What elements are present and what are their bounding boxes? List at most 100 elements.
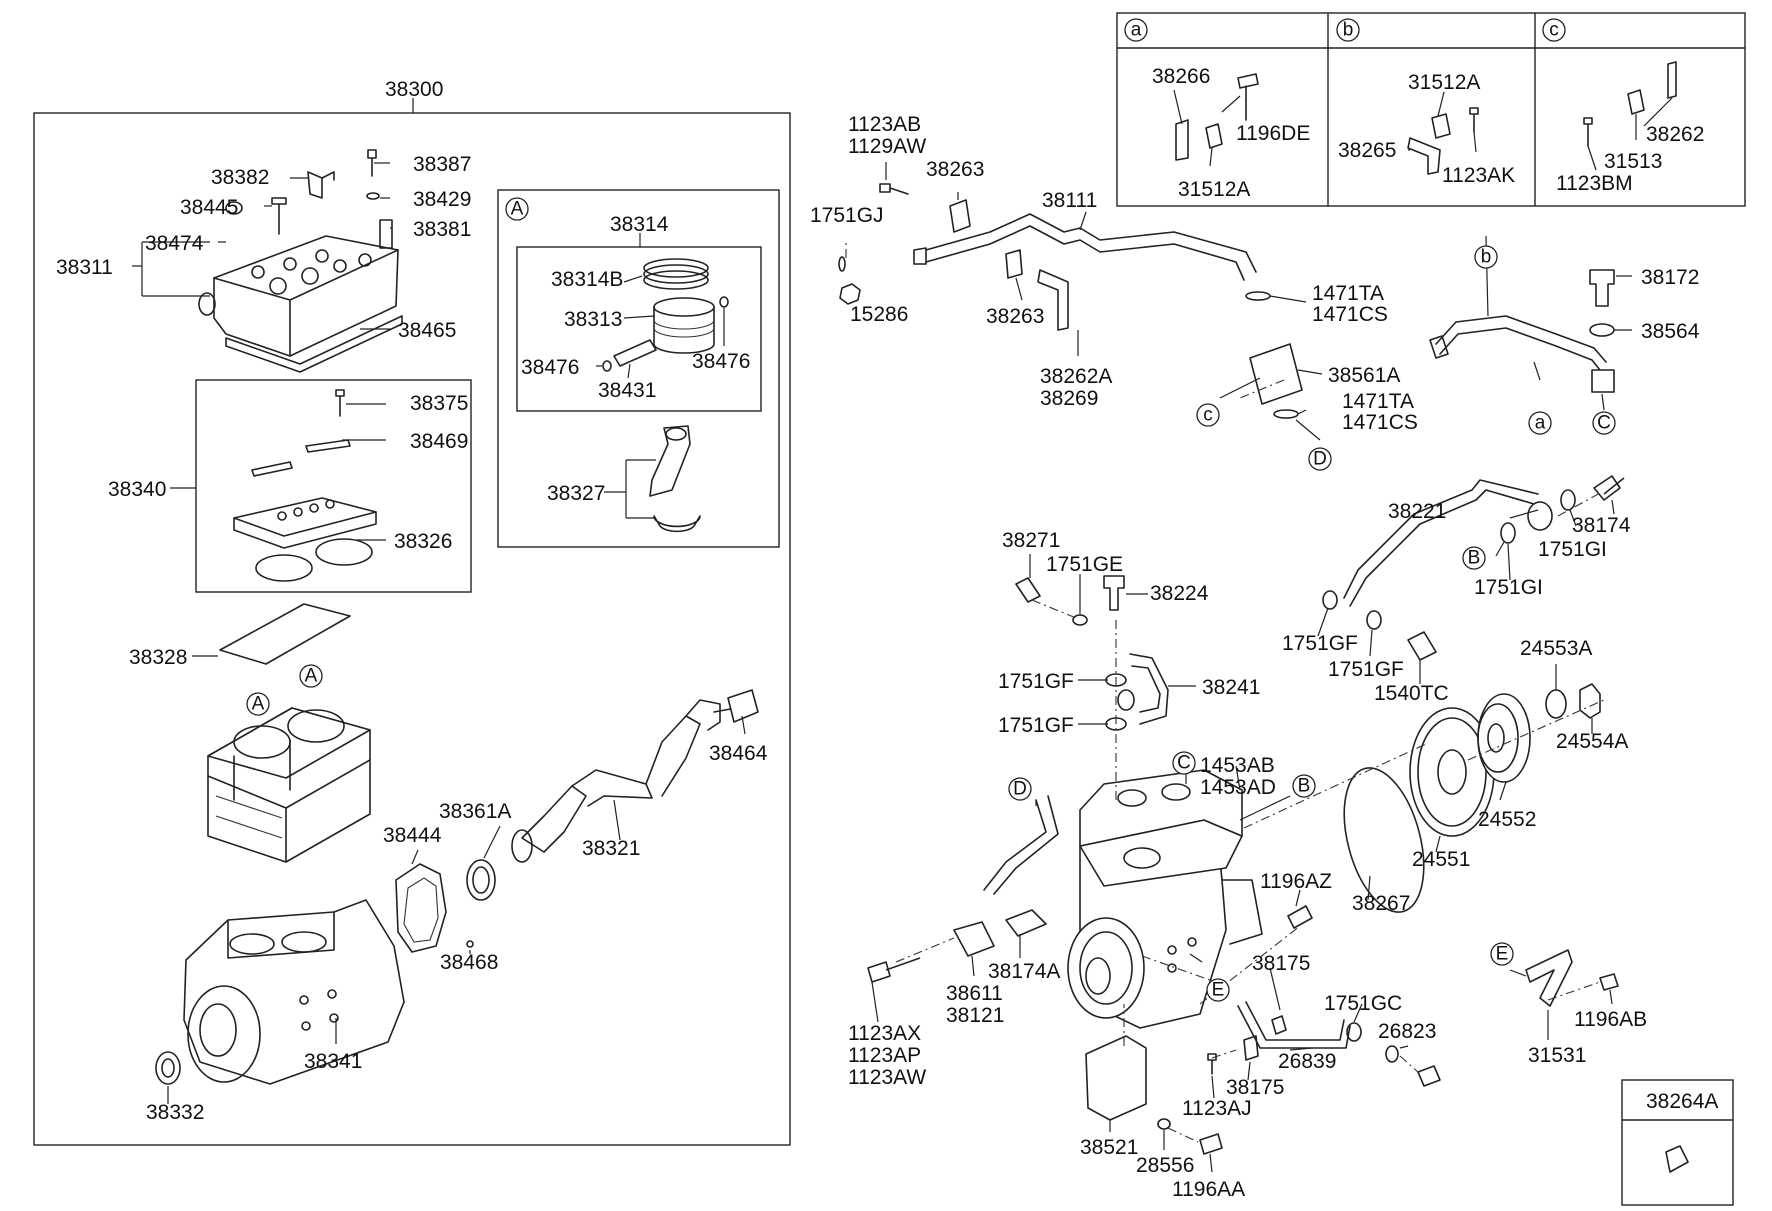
clip-31512A-b [1431,113,1451,139]
bolt-38375 [335,389,345,417]
svg-text:E: E [1496,944,1509,965]
part-label: 1123AX [848,1022,921,1045]
bolt-1196AZ [1287,905,1313,929]
part-label: 1196DE [1236,122,1310,145]
svg-text:E: E [1212,980,1225,1001]
connecting-rod-38327 [649,425,701,533]
part-label: 31513 [1604,150,1662,173]
gasket-38326 [255,538,373,582]
valve-plate-38340 [233,497,377,549]
part-label: 1751GI [1474,576,1543,599]
oil-seal-38361A [466,859,496,901]
washer-38564 [1589,323,1615,337]
part-label: 1129AW [848,135,926,158]
part-label: 1751GF [1328,658,1404,681]
part-label: 1196AZ [1260,870,1332,893]
part-label: 38474 [145,232,204,255]
bushing-38464 [727,689,759,723]
part-label: 31531 [1528,1044,1586,1067]
part-label: 38429 [413,188,471,211]
svg-text:A: A [305,666,318,687]
part-label: 28556 [1136,1154,1194,1177]
washer-1751GF-pipe [1322,590,1338,610]
clamp-38175b [1243,1035,1259,1061]
hose-38561A [1249,343,1303,405]
bolt-26823 [1417,1065,1441,1087]
piston-subframe [516,246,762,412]
assembly-38300-frame [33,112,791,1146]
part-label: 1123AK [1442,164,1515,187]
head-gasket-38465 [225,315,403,373]
part-label: 31512A [1408,71,1480,94]
part-label: 24552 [1478,808,1536,831]
bolt-1196AA [1199,1133,1223,1155]
bracket-38262A [1037,269,1069,331]
svg-text:B: B [1468,548,1481,569]
part-label: 1453AB [1200,754,1275,777]
banjo-bolt-38172 [1589,269,1615,307]
washer-1751GC [1346,1022,1362,1042]
part-label: 1471CS [1342,411,1418,434]
part-38264A-frame [1621,1079,1734,1206]
part-label: 38314B [551,268,623,291]
bolt-38445 [271,197,287,235]
part-label: 38264A [1646,1090,1718,1113]
gear-24551 [1409,707,1495,837]
part-label: 31512A [1178,178,1250,201]
seal-38332 [155,1051,181,1085]
bracket-38265 [1407,137,1441,175]
callout-A2: A [299,664,323,688]
callout-E-bracket: E [1490,942,1514,966]
clamp-38263b [1005,249,1023,279]
svg-text:B: B [1298,776,1311,797]
clip-38476b [719,296,729,308]
bracket-38264A [1665,1145,1689,1173]
part-label: 38332 [146,1101,204,1124]
part-label: 26823 [1378,1020,1436,1043]
crankshaft-38321 [511,699,737,863]
bracket-38266 [1175,119,1189,161]
svg-text:A: A [252,694,265,715]
fitting-38241 [1117,689,1135,711]
part-label: 38476 [521,356,579,379]
compressor-assembly [1067,769,1263,1029]
flange-38174A [1005,909,1047,937]
svg-text:A: A [511,199,524,220]
clip-1471TA-lower [1273,409,1299,419]
sensor-38271 [1015,577,1041,603]
washer-1751GE [1072,614,1088,626]
part-label: 38267 [1352,892,1410,915]
detail-a-frame [497,189,780,548]
part-label: 38266 [1152,65,1210,88]
part-label: 38468 [440,951,498,974]
part-label: 1471CS [1312,303,1388,326]
pin-38468 [466,940,474,948]
washer-28556 [1157,1118,1171,1130]
part-label: 38221 [1388,500,1446,523]
callout-c-hose: c [1196,403,1220,427]
part-label: 38321 [582,837,640,860]
part-label: 38382 [211,166,269,189]
crankcase-38341 [183,899,405,1085]
part-label: 1123AB [848,113,921,136]
callout-A1: A [246,692,270,716]
part-label: 38431 [598,379,656,402]
part-label: 38361A [439,800,511,823]
part-label: 24553A [1520,637,1592,660]
svg-text:a: a [1535,413,1546,434]
part-label: 38175 [1252,952,1310,975]
part-label: 38241 [1202,676,1260,699]
part-label: 38465 [398,319,456,342]
callout-C-pipe: C [1592,411,1616,435]
part-label: 26839 [1278,1050,1336,1073]
part-label: 38314 [610,213,669,236]
part-label: 38269 [1040,387,1098,410]
clamp-38175a [1271,1015,1287,1035]
options-table [1116,12,1746,207]
part-label: 38464 [709,742,768,765]
bolt-1123AJ [1207,1053,1217,1075]
part-label: 1751GF [1282,632,1358,655]
callout-C-main: C [1172,751,1196,775]
part-label: 38328 [129,646,187,669]
